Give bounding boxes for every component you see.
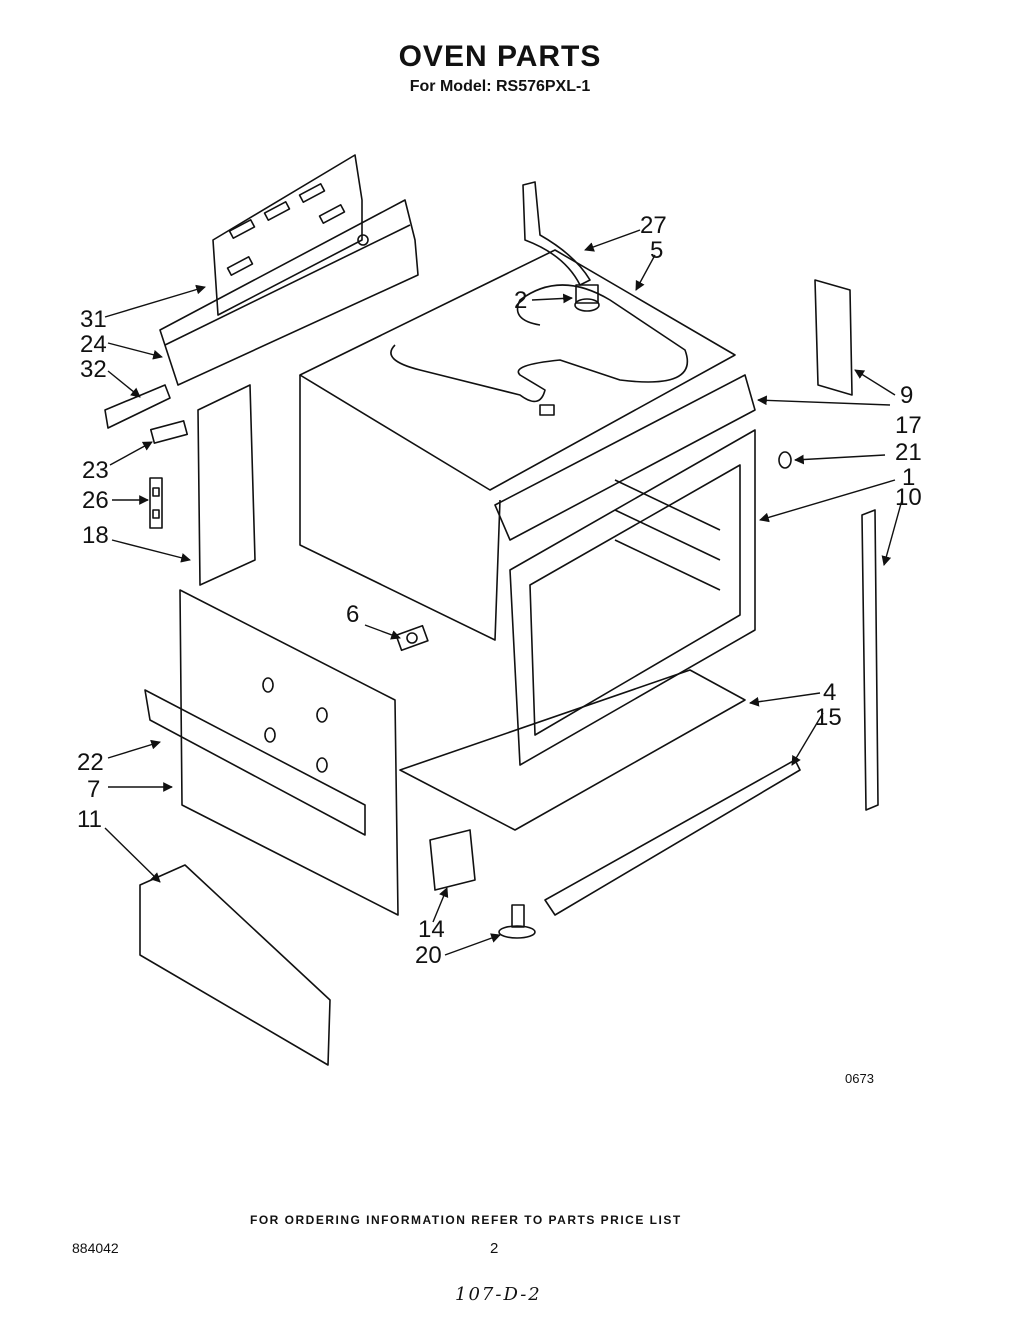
part-5-oven-top xyxy=(299,249,736,491)
part-11-kick-plate xyxy=(139,864,331,1066)
callout-27: 27 xyxy=(640,212,667,239)
callout-21: 21 xyxy=(895,439,922,466)
ordering-note: FOR ORDERING INFORMATION REFER TO PARTS … xyxy=(250,1213,682,1227)
callout-9: 9 xyxy=(900,382,913,409)
part-31-rear-panel xyxy=(212,154,363,316)
part-21-grommet xyxy=(778,451,792,469)
callout-15: 15 xyxy=(815,704,842,731)
callout-24: 24 xyxy=(80,331,107,358)
callout-10: 10 xyxy=(895,484,922,511)
callout-17: 17 xyxy=(895,412,922,439)
callout-31: 31 xyxy=(80,306,107,333)
handwritten-annotation: 107-D-2 xyxy=(455,1284,542,1305)
part-27-burner-tube xyxy=(522,181,591,286)
callout-23: 23 xyxy=(82,457,109,484)
callout-labels: 31 24 32 23 26 18 27 5 2 9 17 21 1 10 6 … xyxy=(77,212,922,969)
document-number: 884042 xyxy=(72,1240,119,1256)
part-10-trim xyxy=(861,509,879,811)
callout-11: 11 xyxy=(77,806,102,833)
callout-18: 18 xyxy=(82,522,109,549)
part-17-front-rail xyxy=(494,374,756,541)
callout-14: 14 xyxy=(418,916,445,943)
part-18-side-panel xyxy=(197,384,256,586)
part-23-switch xyxy=(149,420,189,444)
part-9-trim xyxy=(814,279,853,396)
callout-20: 20 xyxy=(415,942,442,969)
part-32-clip xyxy=(104,384,171,429)
callout-2: 2 xyxy=(514,287,527,314)
callout-1: 1 xyxy=(902,464,915,491)
callout-7: 7 xyxy=(87,776,100,803)
page-title: OVEN PARTS xyxy=(398,40,602,73)
callout-26: 26 xyxy=(82,487,109,514)
callout-6: 6 xyxy=(346,601,359,628)
drawing-code: 0673 xyxy=(845,1071,874,1086)
part-15-rail xyxy=(544,759,801,916)
part-26-plate xyxy=(149,477,163,529)
leader-lines xyxy=(104,229,903,956)
callout-22: 22 xyxy=(77,749,104,776)
part-6-clip xyxy=(395,624,429,652)
part-24-bracket xyxy=(159,199,419,386)
part-1-oven-liner xyxy=(299,375,756,766)
part-14-bracket xyxy=(429,829,476,891)
part-4-bottom-pan xyxy=(399,669,746,831)
callout-32: 32 xyxy=(80,356,107,383)
part-20-leveling-leg xyxy=(498,904,536,939)
part-7-front-frame xyxy=(144,589,399,916)
model-subtitle: For Model: RS576PXL-1 xyxy=(409,78,591,95)
callout-5: 5 xyxy=(650,237,663,264)
part-2-orifice xyxy=(574,284,600,312)
page-number: 2 xyxy=(490,1240,499,1257)
callout-4: 4 xyxy=(823,679,836,706)
